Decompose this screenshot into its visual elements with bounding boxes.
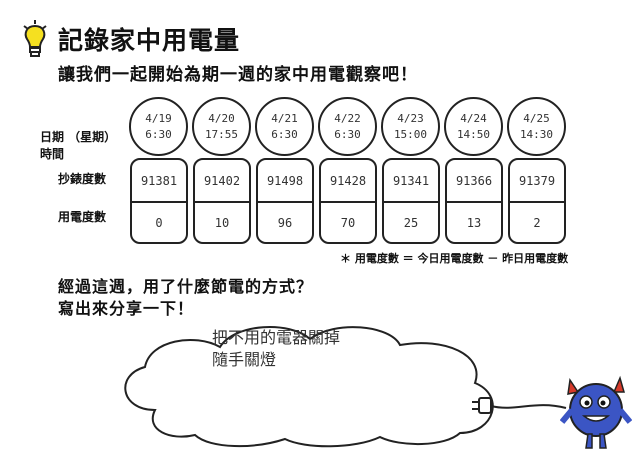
reading-cell: 91402 xyxy=(193,158,251,203)
usage-cell: 13 xyxy=(445,201,503,244)
date-circle: 4/23 15:00 xyxy=(381,97,440,156)
time-text: 14:50 xyxy=(456,127,491,141)
cloud-shape xyxy=(124,326,494,448)
date-text: 4/19 xyxy=(145,111,172,125)
date-text: 4/22 xyxy=(334,111,361,125)
date-text: 4/20 xyxy=(208,111,235,125)
intro-text: 讓我們一起開始為期一週的家中用電觀察吧！ xyxy=(58,65,418,85)
time-text: 6:30 xyxy=(334,127,361,141)
meter-reading-label: 抄錶度數 xyxy=(58,172,107,186)
date-circle: 4/25 14:30 xyxy=(507,97,566,156)
usage-cell: 0 xyxy=(130,201,188,244)
usage-cell: 70 xyxy=(319,201,377,244)
answer-line-1: 把不用的電器關掉 xyxy=(212,328,341,347)
date-text: 4/24 xyxy=(460,111,487,125)
footnote: ＊ 用電度數 ＝ 今日用電度數 － 昨日用電度數 xyxy=(340,252,569,265)
usage-cell: 10 xyxy=(193,201,251,244)
plug-icon xyxy=(472,397,567,414)
date-time-label: 日期 （星期） 時間 xyxy=(40,128,116,162)
date-text: 4/25 xyxy=(523,111,550,125)
time-label: 時間 xyxy=(40,147,65,161)
time-text: 6:30 xyxy=(145,127,172,141)
time-text: 15:00 xyxy=(393,127,428,141)
monster-icon xyxy=(560,375,632,449)
usage-label: 用電度數 xyxy=(58,210,107,224)
question-line-2: 寫出來分享一下！ xyxy=(58,299,195,318)
date-circle: 4/22 6:30 xyxy=(318,97,377,156)
usage-cell: 96 xyxy=(256,201,314,244)
lightbulb-icon xyxy=(23,20,47,57)
reading-cell: 91428 xyxy=(319,158,377,203)
usage-cell: 25 xyxy=(382,201,440,244)
time-text: 14:30 xyxy=(519,127,554,141)
time-text: 17:55 xyxy=(204,127,239,141)
date-circle: 4/19 6:30 xyxy=(129,97,188,156)
date-text: 4/21 xyxy=(271,111,298,125)
reading-cell: 91341 xyxy=(382,158,440,203)
reading-cell: 91366 xyxy=(445,158,503,203)
date-circle: 4/20 17:55 xyxy=(192,97,251,156)
date-text: 4/23 xyxy=(397,111,424,125)
date-circle: 4/21 6:30 xyxy=(255,97,314,156)
question: 經過這週，用了什麼節電的方式？ 寫出來分享一下！ xyxy=(58,276,313,320)
date-circle: 4/24 14:50 xyxy=(444,97,503,156)
reading-cell: 91379 xyxy=(508,158,566,203)
reading-cell: 91381 xyxy=(130,158,188,203)
question-line-1: 經過這週，用了什麼節電的方式？ xyxy=(58,277,314,296)
reading-cell: 91498 xyxy=(256,158,314,203)
answer-line-2: 隨手關燈 xyxy=(212,350,277,369)
date-label: 日期 （星期） xyxy=(40,130,117,144)
title-area: 記錄家中用電量 xyxy=(20,20,240,58)
answer: 把不用的電器關掉 隨手關燈 xyxy=(212,327,340,371)
usage-cell: 2 xyxy=(508,201,566,244)
page-title: 記錄家中用電量 xyxy=(58,26,241,55)
time-text: 6:30 xyxy=(271,127,298,141)
